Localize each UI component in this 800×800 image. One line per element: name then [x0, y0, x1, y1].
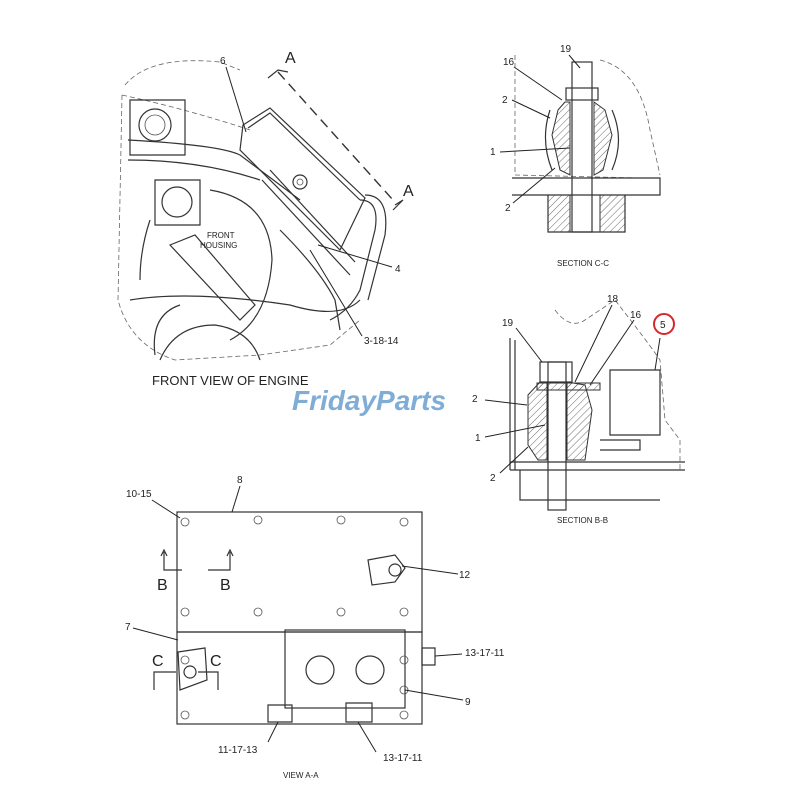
- front-view-of-engine: 6 A A FRONT HOUSING 4 3-18-14 FRONT VIEW…: [117, 50, 414, 388]
- section-marker-a-top: A: [285, 50, 296, 67]
- highlight-circle: [653, 313, 675, 335]
- watermark-logo: FridayParts: [292, 385, 446, 416]
- section-marker-b-left: B: [157, 577, 168, 594]
- cc-callout-2-lower: 2: [505, 203, 511, 214]
- bb-callout-1: 1: [475, 433, 481, 444]
- section-marker-b-right: B: [220, 577, 231, 594]
- cc-callout-2-upper: 2: [502, 95, 508, 106]
- front-housing-label-line2: HOUSING: [200, 241, 237, 250]
- aa-callout-11-17-13: 11-17-13: [218, 745, 258, 756]
- aa-callout-13-17-11-bottom: 13-17-11: [383, 753, 423, 764]
- view-aa-title: VIEW A-A: [283, 771, 319, 780]
- bb-callout-2-upper: 2: [472, 394, 478, 405]
- callout-3-18-14: 3-18-14: [364, 336, 399, 347]
- bb-callout-18: 18: [607, 294, 619, 305]
- aa-callout-12: 12: [459, 570, 471, 581]
- section-c-c: 19 16 2 1 2 SECTION C-C: [490, 44, 661, 268]
- front-housing-label-line1: FRONT: [207, 231, 235, 240]
- section-marker-c-left: C: [152, 653, 164, 670]
- front-view-title: FRONT VIEW OF ENGINE: [152, 373, 309, 388]
- view-a-a: 10-15 8 B B 12 7 C C 13-17-11 9 11-17-13…: [125, 475, 505, 780]
- callout-4: 4: [395, 264, 401, 275]
- bb-callout-2-lower: 2: [490, 473, 496, 484]
- section-marker-a-right: A: [403, 183, 414, 200]
- bb-callout-19: 19: [502, 318, 514, 329]
- cc-callout-19: 19: [560, 44, 572, 55]
- bb-callout-5: 5: [660, 320, 666, 331]
- section-cc-title: SECTION C-C: [557, 259, 609, 268]
- aa-callout-9: 9: [465, 697, 471, 708]
- cc-callout-16: 16: [503, 57, 515, 68]
- aa-callout-7: 7: [125, 622, 131, 633]
- bb-callout-16: 16: [630, 310, 642, 321]
- section-marker-c-right: C: [210, 653, 222, 670]
- section-b-b: 18 16 19 5 2 1 2 SECTION B-B: [472, 294, 685, 525]
- aa-callout-13-17-11-right: 13-17-11: [465, 648, 505, 659]
- aa-callout-8: 8: [237, 475, 243, 486]
- callout-6: 6: [220, 56, 226, 67]
- cc-callout-1: 1: [490, 147, 496, 158]
- section-bb-title: SECTION B-B: [557, 516, 608, 525]
- aa-callout-10-15: 10-15: [126, 489, 152, 500]
